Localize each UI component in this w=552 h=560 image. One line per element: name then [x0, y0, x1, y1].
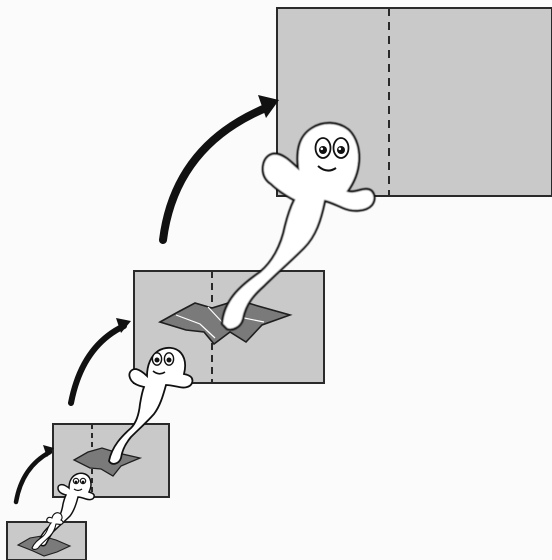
arrow-2 [71, 318, 131, 403]
arrow-3 [163, 95, 279, 240]
arrow-1 [16, 445, 54, 502]
